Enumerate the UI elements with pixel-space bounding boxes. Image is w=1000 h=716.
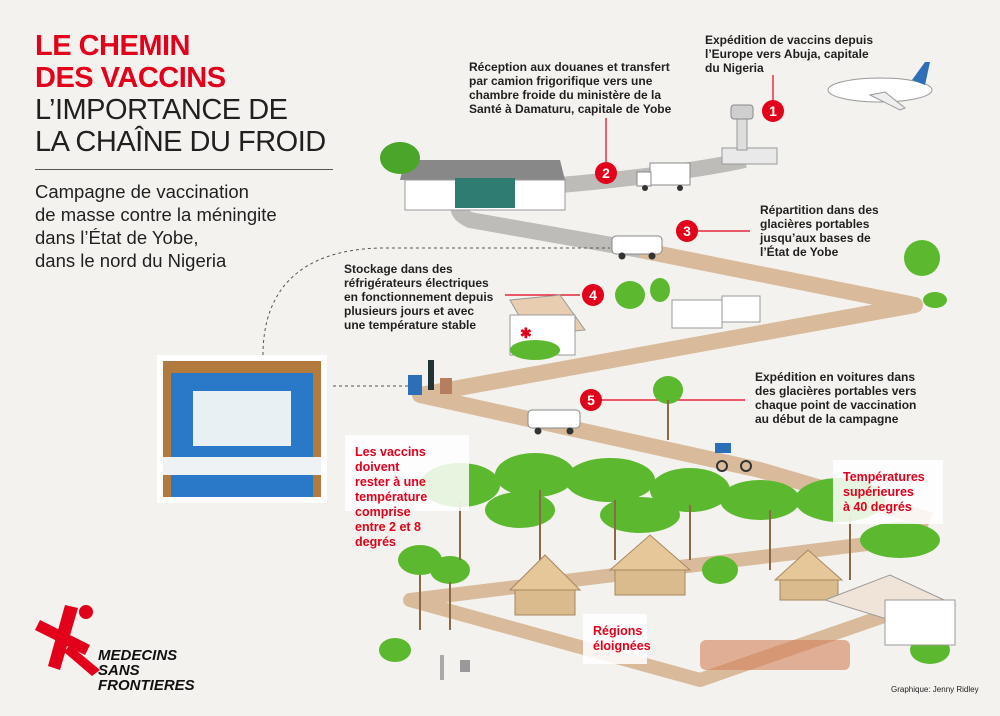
- huts: [508, 534, 844, 616]
- step-2-badge: 2: [595, 162, 617, 184]
- control-tower: [721, 104, 778, 165]
- refrigerated-truck: [636, 162, 691, 191]
- title-line-2: DES VACCINS: [35, 62, 226, 94]
- title-line-3: L’IMPORTANCE DE: [35, 94, 288, 126]
- queue-of-people: [700, 640, 850, 670]
- step-5-badge: 5: [580, 389, 602, 411]
- water-pump: [440, 655, 470, 680]
- small-buildings: [671, 295, 761, 329]
- title-divider: [35, 169, 333, 170]
- motorbike: [715, 443, 752, 472]
- step-4-badge: 4: [582, 284, 604, 306]
- step-3-badge: 3: [676, 220, 698, 242]
- cooler-boxes: [408, 360, 452, 395]
- svg-text:✱: ✱: [520, 325, 532, 341]
- step-1-badge: 1: [762, 100, 784, 122]
- connector-dashed: [262, 247, 610, 356]
- vehicle-step3: [611, 235, 663, 260]
- vehicle-step5: [527, 409, 581, 435]
- cold-storage-warehouse: [380, 142, 566, 211]
- cooler-photo: [157, 355, 327, 503]
- airplane: [827, 62, 933, 111]
- vaccination-point: [823, 574, 957, 646]
- title-line-1: LE CHEMIN: [35, 30, 190, 62]
- msf-running-man-icon: [35, 605, 100, 676]
- graphic-credit: Graphique: Jenny Ridley: [891, 685, 979, 694]
- title-line-4: LA CHAÎNE DU FROID: [35, 126, 326, 158]
